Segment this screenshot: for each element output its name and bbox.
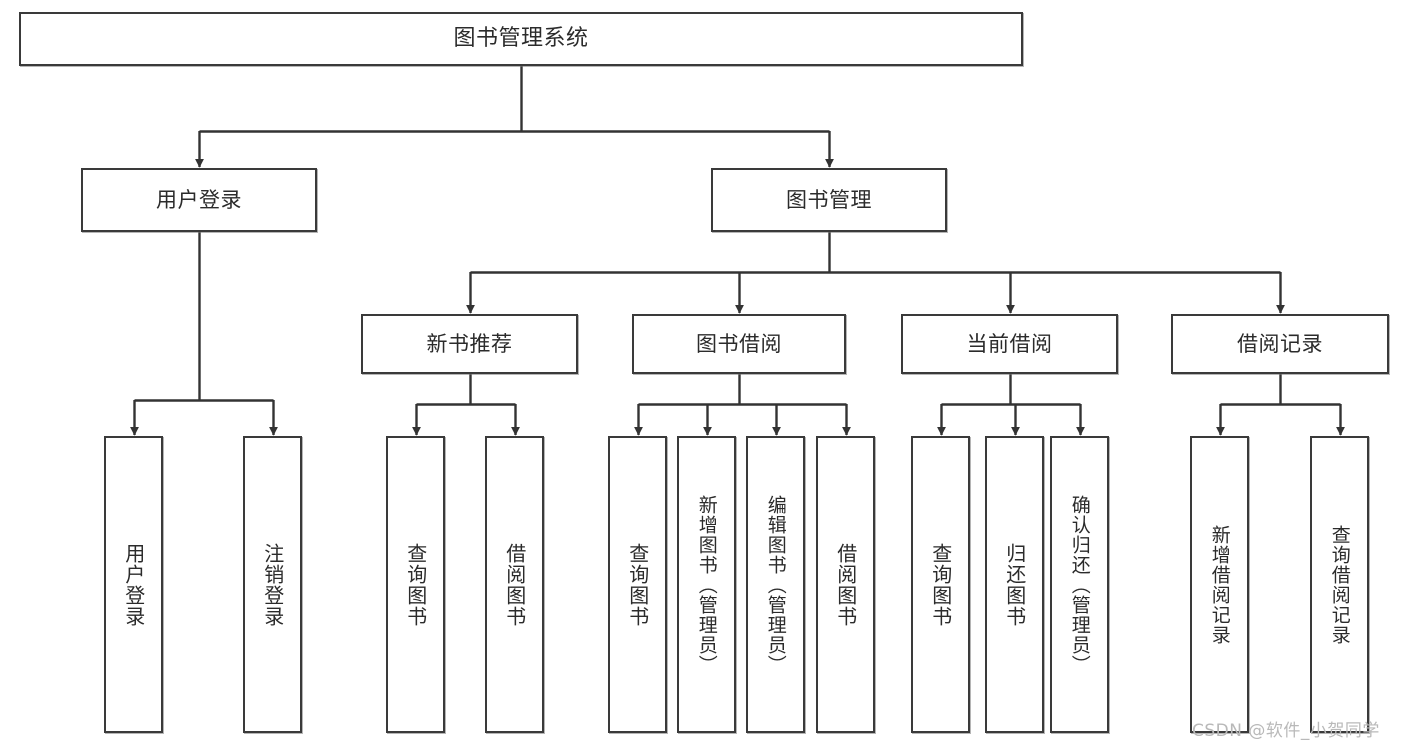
node-label: 查询图书 xyxy=(928,542,953,627)
node-l4-c4[interactable]: 借阅图书 xyxy=(816,436,875,733)
node-label: 用户登录 xyxy=(121,542,146,627)
node-l4-b1[interactable]: 查询图书 xyxy=(386,436,445,733)
node-l3-records[interactable]: 借阅记录 xyxy=(1171,314,1389,374)
node-l4-c3[interactable]: 编辑图书（管理员） xyxy=(746,436,805,733)
node-l2-bookmgmt[interactable]: 图书管理 xyxy=(711,168,947,232)
node-label: 编辑图书（管理员） xyxy=(764,494,787,675)
node-label: 新书推荐 xyxy=(426,331,513,356)
node-label: 查询图书 xyxy=(625,542,650,627)
node-l3-borrow[interactable]: 图书借阅 xyxy=(632,314,846,374)
node-l4-e1[interactable]: 新增借阅记录 xyxy=(1190,436,1249,733)
node-label: 图书管理系统 xyxy=(453,26,589,52)
node-l4-c1[interactable]: 查询图书 xyxy=(608,436,667,733)
node-l4-c2[interactable]: 新增图书（管理员） xyxy=(677,436,736,733)
node-label: 查询图书 xyxy=(403,542,428,627)
node-label: 当前借阅 xyxy=(966,331,1053,356)
node-l4-a1[interactable]: 用户登录 xyxy=(104,436,163,733)
node-l2-login[interactable]: 用户登录 xyxy=(81,168,317,232)
node-l4-e2[interactable]: 查询借阅记录 xyxy=(1310,436,1369,733)
node-l4-d1[interactable]: 查询图书 xyxy=(911,436,970,733)
node-label: 用户登录 xyxy=(156,187,242,212)
node-label: 借阅图书 xyxy=(833,542,858,627)
node-l4-a2[interactable]: 注销登录 xyxy=(243,436,302,733)
node-l3-current[interactable]: 当前借阅 xyxy=(901,314,1118,374)
node-label: 注销登录 xyxy=(260,542,285,627)
node-l4-b2[interactable]: 借阅图书 xyxy=(485,436,544,733)
node-label: 图书管理 xyxy=(786,187,872,212)
node-label: 借阅图书 xyxy=(502,542,527,627)
node-label: 新增图书（管理员） xyxy=(695,494,718,675)
node-l4-d3[interactable]: 确认归还（管理员） xyxy=(1050,436,1109,733)
node-l3-newbook[interactable]: 新书推荐 xyxy=(361,314,578,374)
node-label: 查询借阅记录 xyxy=(1328,524,1351,645)
node-label: 借阅记录 xyxy=(1237,331,1323,356)
node-label: 图书借阅 xyxy=(696,331,782,356)
node-root[interactable]: 图书管理系统 xyxy=(19,12,1023,66)
node-label: 归还图书 xyxy=(1002,542,1027,627)
node-label: 新增借阅记录 xyxy=(1208,524,1231,645)
csdn-watermark: CSDN @软件_小贺同学 xyxy=(1192,721,1380,741)
node-label: 确认归还（管理员） xyxy=(1068,494,1091,675)
node-l4-d2[interactable]: 归还图书 xyxy=(985,436,1044,733)
